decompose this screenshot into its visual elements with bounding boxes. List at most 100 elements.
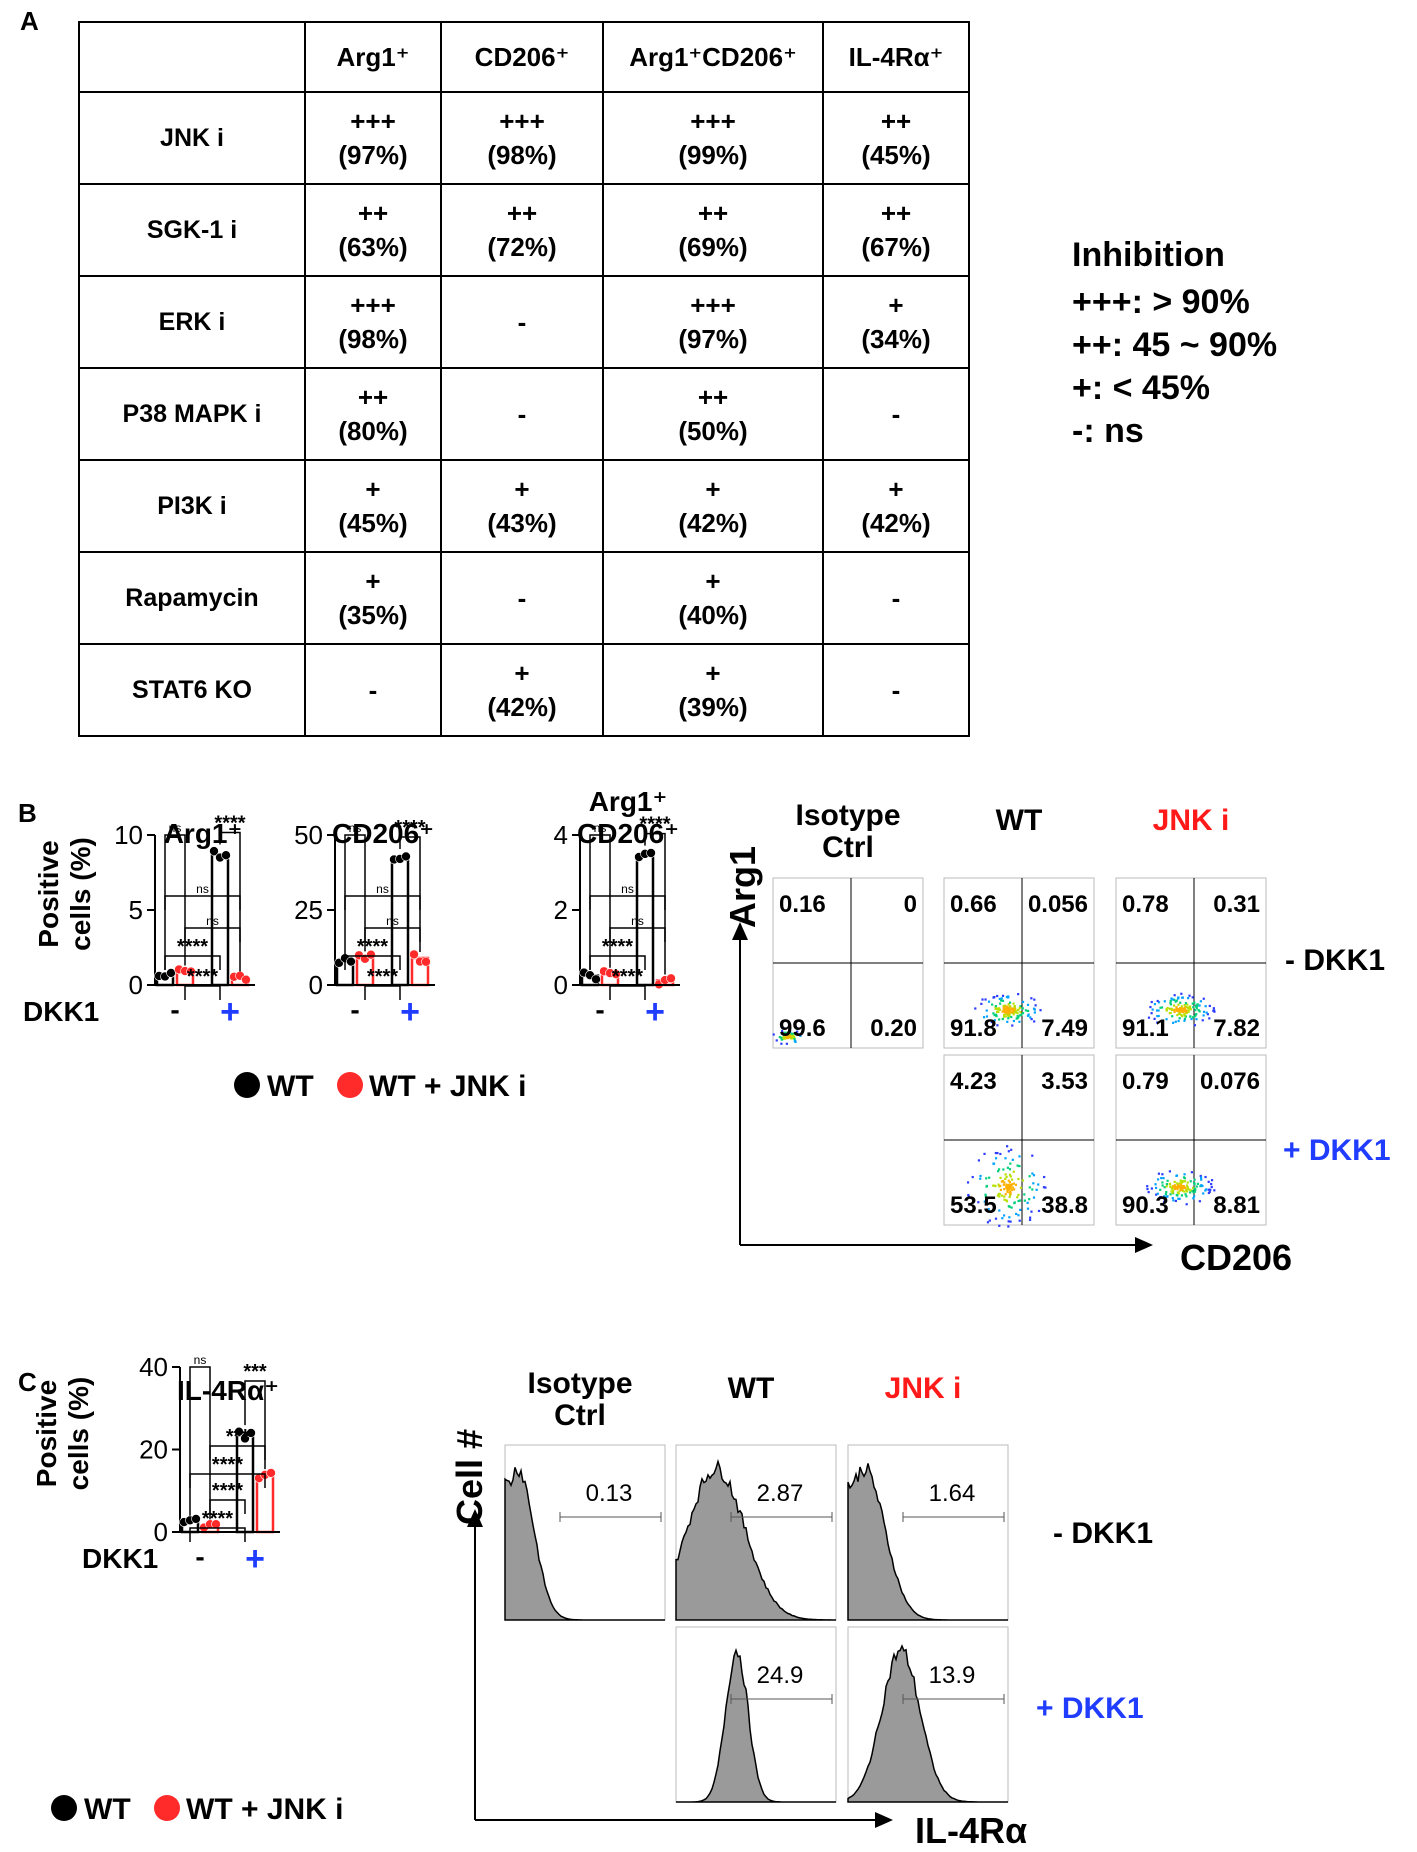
event-dot (1147, 1016, 1151, 1019)
event-dot (1165, 1182, 1169, 1186)
event-dot (1163, 1195, 1166, 1198)
significance-label: ns (206, 914, 219, 928)
event-dot (1031, 1188, 1034, 1191)
event-dot (799, 1034, 802, 1037)
table-cell: +(42%) (822, 459, 970, 553)
significance-bracket (209, 1445, 266, 1460)
event-dot (1186, 1003, 1189, 1006)
event-dot (1021, 1179, 1024, 1182)
event-dot (1013, 1010, 1016, 1014)
quadrant-value-ur: 3.53 (1041, 1068, 1088, 1095)
event-dot (1189, 1008, 1192, 1011)
significance-bracket (244, 1380, 266, 1470)
event-dot (1213, 1189, 1216, 1192)
event-dot (1044, 1186, 1047, 1189)
event-dot (1180, 1194, 1184, 1197)
event-dot (1180, 1181, 1183, 1184)
event-dot (1178, 1189, 1181, 1192)
bar-chart: 02040IL-4Rα⁺ns******************Positive… (31, 1352, 280, 1578)
table-header-cell: CD206⁺ (440, 21, 604, 93)
event-dot (999, 1188, 1003, 1192)
event-dot (1007, 1225, 1010, 1228)
event-dot (985, 1009, 988, 1012)
event-dot (1168, 1170, 1171, 1173)
quadrant-value-ul: 0.78 (1122, 891, 1169, 918)
dkk1-minus-label: - (195, 1541, 204, 1572)
event-dot (1179, 1001, 1182, 1004)
event-dot (1186, 1187, 1189, 1190)
hist-x-arrow (875, 1812, 893, 1828)
event-dot (1174, 1020, 1177, 1023)
event-dot (1192, 1191, 1195, 1194)
event-dot (1205, 1011, 1208, 1014)
table-cell: - (822, 367, 970, 461)
event-dot (977, 1159, 981, 1162)
event-dot (1190, 1171, 1193, 1174)
dkk1-minus-label: - (595, 994, 604, 1025)
table-cell: - (822, 551, 970, 645)
flow-y-arrow (732, 922, 748, 940)
event-dot (1172, 1199, 1175, 1202)
event-dot (987, 1208, 990, 1211)
table-cell: ++(67%) (822, 183, 970, 277)
event-dot (1183, 1004, 1186, 1007)
table-cell: +(43%) (440, 459, 604, 553)
event-dot (1009, 1192, 1012, 1195)
event-dot (1177, 1008, 1180, 1011)
table-cell: +++(98%) (304, 275, 442, 369)
event-dot (1004, 1177, 1007, 1180)
event-dot (1169, 1001, 1172, 1005)
event-dot (985, 1015, 989, 1018)
quadrant-value-ll: 91.1 (1122, 1015, 1169, 1042)
event-dot (1204, 1175, 1207, 1179)
event-dot (982, 1016, 986, 1019)
event-dot (1183, 1017, 1187, 1020)
event-dot (1009, 1220, 1012, 1223)
data-point (346, 956, 356, 967)
event-dot (983, 1200, 986, 1203)
event-dot (791, 1034, 795, 1037)
event-dot (1164, 1193, 1167, 1196)
event-dot (1006, 995, 1009, 998)
event-dot (783, 1037, 787, 1040)
event-dot (1010, 1008, 1013, 1011)
event-dot (1005, 1184, 1009, 1187)
event-dot (1174, 1199, 1177, 1203)
event-dot (1028, 1198, 1031, 1201)
event-dot (996, 1010, 999, 1014)
event-dot (1008, 1013, 1011, 1016)
data-point (591, 974, 601, 985)
event-dot (1007, 1187, 1011, 1190)
data-point (366, 949, 376, 960)
event-dot (1202, 997, 1205, 1000)
event-dot (793, 1037, 796, 1041)
event-dot (1157, 1178, 1160, 1181)
table-row: Rapamycin+(35%)-+(40%)- (78, 551, 970, 645)
event-dot (1173, 994, 1176, 997)
row-label: - DKK1 (1053, 1517, 1153, 1550)
significance-label: ns (621, 882, 634, 896)
y-tick-label: 5 (129, 895, 143, 925)
table-cell: +(42%) (440, 643, 604, 737)
event-dot (1180, 1188, 1184, 1192)
y-axis-label: cells (%) (65, 837, 96, 951)
table-cell: - (440, 551, 604, 645)
histogram-curve (675, 1458, 836, 1621)
y-tick-label: 25 (294, 895, 323, 925)
event-dot (1153, 1017, 1156, 1020)
y-tick-label: 0 (309, 970, 323, 1000)
event-dot (1028, 1186, 1031, 1189)
y-tick-label: 4 (554, 820, 568, 850)
event-dot (1009, 1185, 1012, 1188)
event-dot (1161, 1021, 1164, 1024)
event-dot (985, 1177, 988, 1180)
event-dot (1179, 1184, 1182, 1187)
event-dot (1168, 1183, 1172, 1186)
event-dot (1011, 1008, 1015, 1012)
event-dot (1173, 1004, 1176, 1007)
event-dot (1008, 1005, 1012, 1008)
event-dot (1199, 1000, 1203, 1003)
event-dot (1181, 1007, 1185, 1011)
event-dot (1175, 999, 1178, 1002)
